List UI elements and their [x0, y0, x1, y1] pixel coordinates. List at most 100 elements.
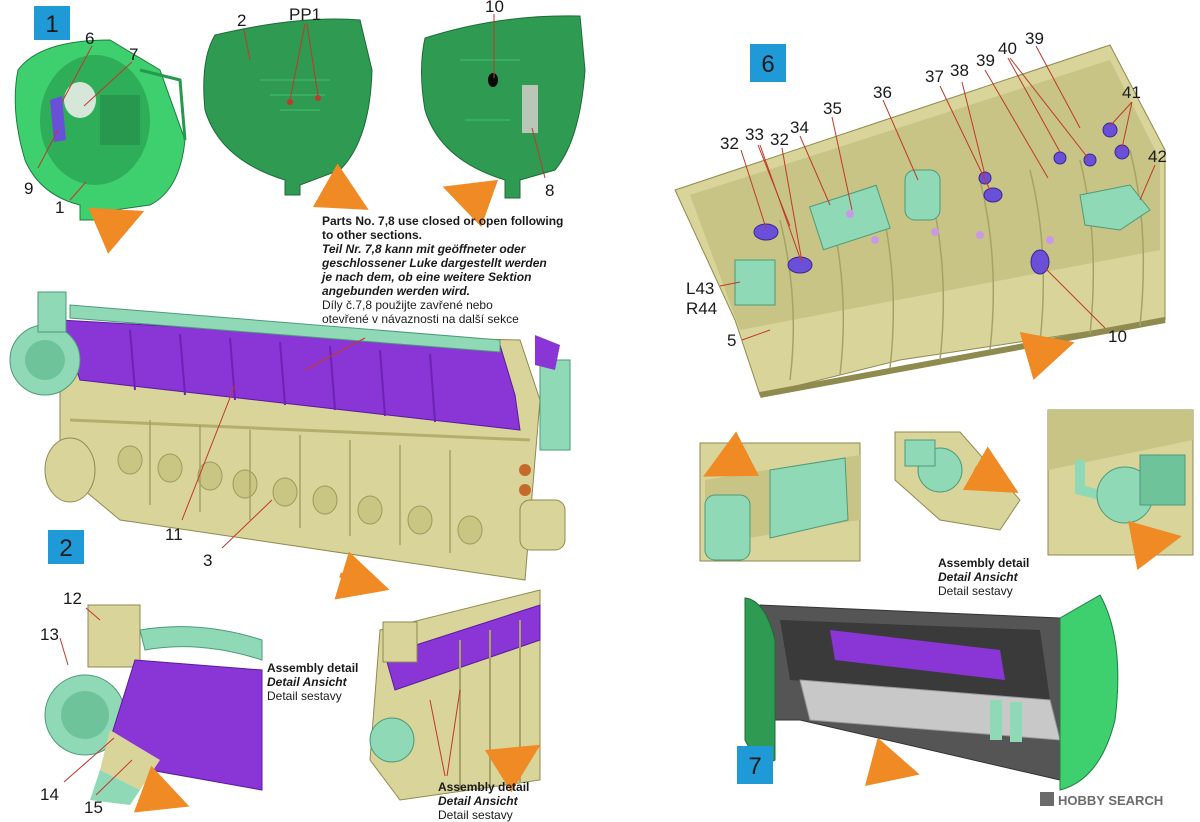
leader-2 — [243, 29, 251, 61]
leader-detail-a — [429, 699, 446, 777]
leader-9 — [37, 129, 59, 169]
completed-section — [744, 594, 1119, 791]
callout-7: 7 — [129, 45, 138, 64]
callout-39b: 39 — [1025, 29, 1044, 48]
flow-arrow-9 — [962, 446, 1019, 493]
callout-9: 9 — [24, 179, 33, 198]
leader-39a — [984, 69, 1049, 179]
callout-8: 8 — [545, 181, 554, 200]
callout-12: 12 — [63, 589, 82, 608]
callout-35: 35 — [823, 99, 842, 118]
leader-pp1a — [289, 23, 306, 101]
callout-5: 5 — [727, 331, 736, 350]
assembly-label-3-de: Detail Ansicht — [938, 570, 1018, 584]
flow-arrow-3 — [442, 179, 499, 227]
step-1-box — [34, 6, 70, 40]
leader-5 — [741, 329, 771, 341]
leader-38 — [961, 81, 986, 176]
leader-36 — [882, 99, 919, 181]
callout-pp1: PP1 — [289, 5, 321, 24]
assembly-label-3-en: Assembly detail — [938, 556, 1030, 570]
assembly-label-2-de: Detail Ansicht — [438, 794, 518, 808]
watermark: HOBBY SEARCH — [1040, 792, 1163, 808]
leader-1 — [69, 181, 87, 201]
callout-6: 6 — [85, 29, 94, 48]
leader-34 — [799, 135, 831, 206]
manifold-pipe — [69, 304, 501, 353]
bulkhead-part-3 — [421, 15, 586, 199]
leader-39b — [1035, 45, 1081, 129]
callout-39a: 39 — [976, 51, 995, 70]
callout-37: 37 — [925, 67, 944, 86]
step-6-section: 6 — [674, 29, 1167, 398]
leader-detail-b — [446, 689, 461, 777]
callout-14: 14 — [40, 785, 59, 804]
leader-33b — [759, 144, 801, 259]
leader-42 — [1139, 164, 1156, 201]
parts-note-de-3: je nach dem, ob eine weitere Sektion — [322, 270, 532, 284]
leader-12 — [85, 607, 101, 621]
assembly-label-2-en: Assembly detail — [438, 780, 530, 794]
leader-7 — [83, 61, 133, 107]
assembly-detail-a — [699, 431, 861, 562]
assembly-detail-front — [40, 600, 263, 805]
cylinder-heads-part-11 — [59, 319, 521, 431]
flow-arrow-5 — [133, 765, 190, 813]
hull-section-part-5 — [674, 44, 1166, 398]
parts-note-en-1: Parts No. 7,8 use closed or open followi… — [322, 214, 564, 228]
leader-l43 — [719, 281, 741, 287]
callout-10-step6: 10 — [1108, 327, 1127, 346]
leader-35 — [831, 116, 853, 211]
callout-41: 41 — [1122, 83, 1141, 102]
turbo-front — [9, 291, 96, 503]
leader-41a — [1109, 101, 1133, 127]
leader-manifold — [304, 337, 366, 371]
leader-32b — [781, 147, 803, 263]
callout-40: 40 — [998, 39, 1017, 58]
flow-arrow-8 — [703, 431, 760, 477]
bulkhead-part-1 — [14, 39, 187, 221]
callout-l43: L43 — [686, 279, 714, 298]
parts-note-en-2: to other sections. — [322, 228, 423, 242]
leader-14 — [63, 737, 115, 783]
flow-arrow-7 — [1019, 331, 1075, 381]
parts-note-de-1: Teil Nr. 7,8 kann mit geöffneter oder — [322, 242, 526, 256]
step-6-number: 6 — [761, 51, 774, 78]
callout-36: 36 — [873, 83, 892, 102]
step-1-section: 1 — [14, 0, 586, 254]
step-7-section: 7 — [737, 594, 1119, 791]
leader-37 — [939, 85, 991, 191]
callout-10-step1: 10 — [485, 0, 504, 16]
leader-6 — [61, 45, 93, 103]
callout-32a: 32 — [720, 134, 739, 153]
parts-note: Parts No. 7,8 use closed or open followi… — [322, 214, 582, 326]
parts-note-cz-2: otevřené v návaznosti na další sekce — [322, 312, 519, 326]
callout-33: 33 — [745, 125, 764, 144]
step-2-box — [48, 530, 84, 564]
leader-40a — [1007, 57, 1061, 153]
callout-34: 34 — [790, 118, 809, 137]
step-7-box — [737, 746, 773, 784]
assembly-detail-b — [894, 431, 1021, 531]
assembly-label-1: Assembly detail Detail Ansicht Detail se… — [267, 661, 358, 703]
assembly-label-1-en: Assembly detail — [267, 661, 359, 675]
leader-40b — [1009, 57, 1089, 159]
assembly-label-1-cz: Detail sestavy — [267, 689, 342, 703]
rear-unit — [519, 335, 571, 551]
callout-11: 11 — [165, 525, 183, 544]
assembly-label-2: Assembly detail Detail Ansicht Detail se… — [438, 780, 529, 822]
parts-note-cz-1: Díly č.7,8 použijte zavřené nebo — [322, 298, 493, 312]
leader-10b — [1044, 267, 1106, 329]
flow-arrow-6 — [484, 744, 541, 793]
assembly-label-3-cz: Detail sestavy — [938, 584, 1013, 598]
callout-15: 15 — [84, 798, 103, 817]
callout-42: 42 — [1148, 147, 1167, 166]
step-6-box — [750, 44, 786, 82]
leader-pp1b — [306, 23, 319, 97]
flow-arrow-2 — [312, 163, 369, 210]
leader-11 — [181, 384, 236, 521]
leader-13 — [59, 637, 69, 666]
assembly-label-3: Assembly detail Detail Ansicht Detail se… — [938, 556, 1029, 598]
assembly-details-row — [699, 409, 1194, 570]
